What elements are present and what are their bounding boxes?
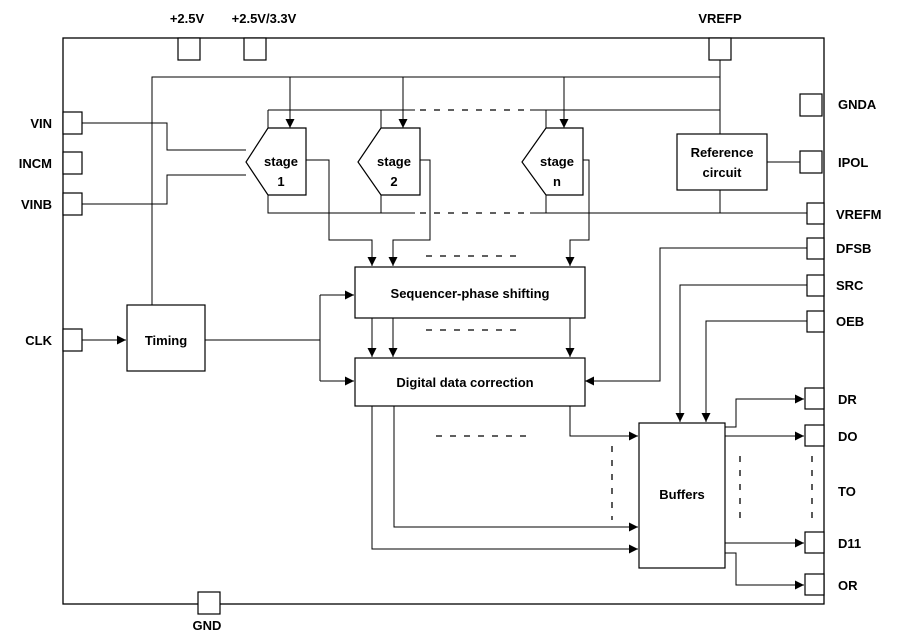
stage-2-block: stage 2: [357, 127, 421, 196]
pin-label-supply-digital: +2.5V/3.3V: [232, 11, 297, 26]
pin-oeb: OEB: [806, 310, 864, 333]
stage-1-label: stage: [264, 154, 298, 169]
pin-t0: TO: [838, 484, 856, 499]
stage-2-number: 2: [390, 174, 397, 189]
pin-vrefp: VREFP: [698, 11, 742, 61]
pin-d11: D11: [804, 531, 861, 554]
pin-supply-digital: +2.5V/3.3V: [232, 11, 297, 61]
pin-incm: INCM: [19, 151, 83, 175]
pin-label-t0: TO: [838, 484, 856, 499]
digital-correction-label: Digital data correction: [396, 375, 533, 390]
pin-dr: DR: [804, 387, 857, 410]
wires: [82, 60, 807, 590]
pin-label-dfsb: DFSB: [836, 241, 871, 256]
pin-label-ipol: IPOL: [838, 155, 868, 170]
pin-label-vrefp: VREFP: [698, 11, 742, 26]
pin-label-vin: VIN: [30, 116, 52, 131]
reference-circuit-block: Reference circuit: [676, 133, 768, 191]
pin-label-src: SRC: [836, 278, 864, 293]
pin-supply-analog: +2.5V: [170, 11, 205, 61]
pin-label-gnd: GND: [193, 618, 222, 633]
pin-vrefm: VREFM: [806, 202, 882, 225]
sequencer-block: Sequencer-phase shifting: [354, 266, 586, 319]
stage-2-label: stage: [377, 154, 411, 169]
pin-label-incm: INCM: [19, 156, 52, 171]
pin-label-clk: CLK: [25, 333, 52, 348]
timing-label: Timing: [145, 333, 187, 348]
pin-label-d11: D11: [838, 536, 861, 551]
pin-label-dr: DR: [838, 392, 857, 407]
reference-circuit-label-2: circuit: [702, 165, 742, 180]
stage-1-block: stage 1: [245, 127, 307, 196]
stage-n-number: n: [553, 174, 561, 189]
buffers-block: Buffers: [638, 422, 726, 569]
pin-label-vrefm: VREFM: [836, 207, 882, 222]
stage-1-number: 1: [277, 174, 284, 189]
pin-label-d0: DO: [838, 429, 858, 444]
reference-circuit-label: Reference: [691, 145, 754, 160]
pin-vinb: VINB: [21, 192, 83, 216]
stage-n-block: stage n: [521, 127, 584, 196]
pin-or: OR: [804, 573, 858, 596]
sequencer-label: Sequencer-phase shifting: [391, 286, 550, 301]
pin-ipol: IPOL: [799, 150, 868, 174]
pin-d0: DO: [804, 424, 858, 447]
buffers-label: Buffers: [659, 487, 705, 502]
timing-block: Timing: [126, 304, 206, 372]
pin-gnda: GNDA: [799, 93, 877, 117]
pin-src: SRC: [806, 274, 864, 297]
pin-label-or: OR: [838, 578, 858, 593]
digital-correction-block: Digital data correction: [354, 357, 586, 407]
pin-clk: CLK: [25, 328, 83, 352]
pin-gnd: GND: [193, 591, 222, 633]
pin-label-vinb: VINB: [21, 197, 52, 212]
continuation-dashes: [420, 109, 813, 526]
stage-n-label: stage: [540, 154, 574, 169]
pin-label-gnda: GNDA: [838, 97, 877, 112]
pin-label-oeb: OEB: [836, 314, 864, 329]
pin-vin: VIN: [30, 111, 83, 135]
pin-dfsb: DFSB: [806, 237, 871, 260]
pin-label-supply-analog: +2.5V: [170, 11, 205, 26]
